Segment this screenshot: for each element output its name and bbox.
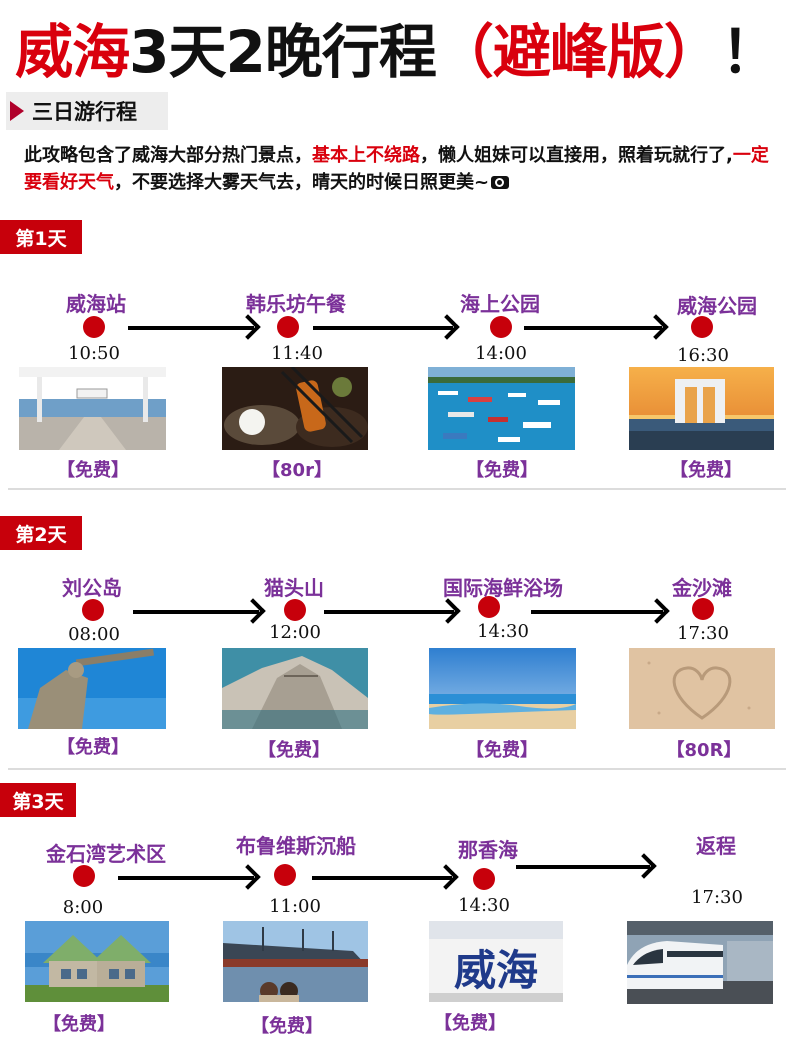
day-3-stop-4-name: 返程 xyxy=(696,834,736,858)
day-1-stop-2-marker xyxy=(277,316,299,338)
day-1-stop-2-time: 11:40 xyxy=(271,343,323,364)
section-header: 三日游行程 xyxy=(6,92,168,130)
day-1-stop-3-name: 海上公园 xyxy=(460,292,540,316)
day-2-stop-1-marker xyxy=(82,599,104,621)
day-3-stop-1-name: 金石湾艺术区 xyxy=(46,842,166,866)
intro-text-1: 此攻略包含了威海大部分热门景点， xyxy=(24,145,312,166)
divider-1 xyxy=(8,488,786,490)
day-2-stop-3-photo xyxy=(429,648,576,729)
day-3-stop-2-photo xyxy=(223,921,368,1002)
title-city: 威海 xyxy=(15,18,130,86)
section-label: 三日游行程 xyxy=(32,100,137,124)
day-1-stop-1-marker xyxy=(83,316,105,338)
day-1-stop-3-marker xyxy=(490,316,512,338)
day-3-stop-3-price: 【免费】 xyxy=(434,1013,506,1034)
day-3-stop-3-photo: 威海 xyxy=(429,921,563,1002)
day-3-stop-3-name: 那香海 xyxy=(458,838,518,862)
day-2-stop-1-time: 08:00 xyxy=(68,624,120,645)
day-1-stop-2-name: 韩乐坊午餐 xyxy=(246,292,346,316)
day-2-stop-4-marker xyxy=(692,598,714,620)
day-2-stop-4-price: 【80R】 xyxy=(666,740,742,761)
day-1-stop-3-time: 14:00 xyxy=(475,343,527,364)
day-2-stop-1-photo xyxy=(18,648,166,729)
day-3-arrow-2 xyxy=(312,876,452,880)
day-3-arrow-3 xyxy=(516,865,650,869)
day-3-stop-4-photo xyxy=(627,921,773,1004)
day-2-stop-1-price: 【免费】 xyxy=(57,737,129,758)
day-3-stop-2-name: 布鲁维斯沉船 xyxy=(236,834,356,858)
weihai-sign-text: 威海 xyxy=(454,946,538,995)
intro-highlight-1: 基本上不绕路 xyxy=(312,145,420,166)
day-1-stop-1-name: 威海站 xyxy=(66,292,126,316)
page-title: 威海3天2晚行程（避峰版）！ xyxy=(0,14,793,90)
day-3-badge: 第3天 xyxy=(0,783,76,817)
intro-text-3: ，不要选择大雾天气去，晴天的时候日照更美~ xyxy=(114,172,490,193)
day-3-stop-2-price: 【免费】 xyxy=(251,1016,323,1037)
day-1-stop-1-price: 【免费】 xyxy=(57,460,129,481)
day-1-stop-4-name: 威海公园 xyxy=(677,294,757,318)
day-2-stop-4-time: 17:30 xyxy=(677,623,729,644)
title-exclaim: ！ xyxy=(720,18,779,86)
day-1-stop-4-price: 【免费】 xyxy=(670,460,742,481)
day-1-stop-3-price: 【免费】 xyxy=(466,460,538,481)
day-1-arrow-1 xyxy=(128,326,254,330)
day-2-arrow-3 xyxy=(531,610,663,614)
day-2-stop-2-photo xyxy=(222,648,368,729)
day-2-stop-1-name: 刘公岛 xyxy=(62,576,122,600)
day-1-stop-2-photo xyxy=(222,367,368,450)
day-3-stop-3-marker xyxy=(473,868,495,890)
camera-icon xyxy=(491,176,510,189)
day-1-arrow-3 xyxy=(524,326,662,330)
title-suffix: （避峰版） xyxy=(435,18,722,86)
day-2-stop-4-photo xyxy=(629,648,775,729)
intro-paragraph: 此攻略包含了威海大部分热门景点，基本上不绕路，懒人姐妹可以直接用，照着玩就行了,… xyxy=(24,142,784,196)
day-2-stop-3-price: 【免费】 xyxy=(466,740,538,761)
title-main: 3天2晚行程 xyxy=(129,18,437,86)
day-2-stop-3-time: 14:30 xyxy=(477,621,529,642)
intro-highlight-2: 一定要看好天气 xyxy=(24,145,769,193)
day-3-stop-1-photo xyxy=(25,921,169,1002)
day-2-stop-2-name: 猫头山 xyxy=(264,576,324,600)
day-1-badge: 第1天 xyxy=(0,220,82,254)
day-2-badge: 第2天 xyxy=(0,516,82,550)
day-1-stop-1-photo xyxy=(19,367,166,450)
day-1-stop-4-photo xyxy=(629,367,774,450)
day-1-arrow-2 xyxy=(313,326,453,330)
day-1-stop-1-time: 10:50 xyxy=(68,343,120,364)
triangle-right-icon xyxy=(10,101,24,121)
day-3-stop-2-time: 11:00 xyxy=(269,896,321,917)
day-1-stop-4-marker xyxy=(691,316,713,338)
day-2-stop-2-marker xyxy=(284,599,306,621)
day-1-stop-4-time: 16:30 xyxy=(677,345,729,366)
day-2-stop-4-name: 金沙滩 xyxy=(672,576,732,600)
day-3-stop-2-marker xyxy=(274,864,296,886)
day-3-stop-1-marker xyxy=(73,865,95,887)
day-3-stop-1-time: 8:00 xyxy=(62,897,104,918)
day-2-stop-3-marker xyxy=(478,596,500,618)
intro-text-2: ，懒人姐妹可以直接用，照着玩就行了, xyxy=(420,145,733,166)
day-1-stop-2-price: 【80r】 xyxy=(262,460,332,481)
day-3-stop-1-price: 【免费】 xyxy=(43,1014,115,1035)
day-3-stop-4-time: 17:30 xyxy=(691,887,743,908)
day-3-arrow-1 xyxy=(118,876,254,880)
day-2-arrow-2 xyxy=(324,610,454,614)
day-3-stop-3-time: 14:30 xyxy=(458,895,510,916)
day-2-arrow-1 xyxy=(133,610,259,614)
day-2-stop-2-price: 【免费】 xyxy=(258,740,330,761)
day-2-stop-2-time: 12:00 xyxy=(269,622,321,643)
divider-2 xyxy=(8,768,786,770)
day-2-stop-3-name: 国际海鲜浴场 xyxy=(443,576,563,600)
day-1-stop-3-photo xyxy=(428,367,575,450)
